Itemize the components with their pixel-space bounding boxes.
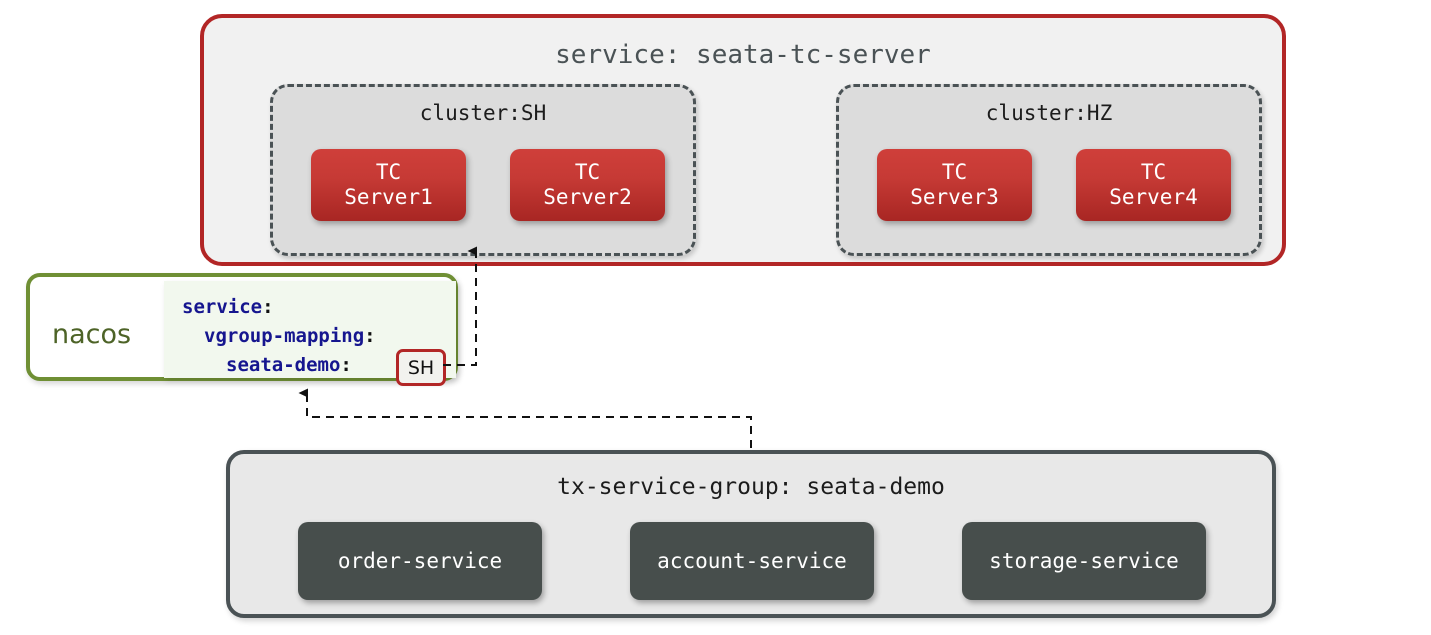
cluster-title-hz: cluster:HZ — [985, 101, 1113, 125]
yaml-key: seata-demo — [226, 354, 341, 376]
yaml-colon: : — [364, 325, 376, 347]
service-node-order[interactable]: order-service — [298, 522, 542, 600]
tc-node-line2: Server1 — [344, 185, 433, 209]
service-node-account[interactable]: account-service — [630, 522, 874, 600]
service-node-storage[interactable]: storage-service — [962, 522, 1206, 600]
tc-server-node-4[interactable]: TC Server4 — [1076, 149, 1231, 221]
tc-node-line2: Server4 — [1109, 185, 1198, 209]
cluster-title-sh: cluster:SH — [419, 101, 547, 125]
tc-server-node-2[interactable]: TC Server2 — [510, 149, 665, 221]
yaml-key: service — [182, 296, 263, 318]
yaml-line-seata-demo: seata-demo: — [226, 351, 352, 380]
tc-node-line2: Server3 — [910, 185, 999, 209]
yaml-line-service: service: — [182, 293, 274, 322]
yaml-key: vgroup-mapping — [204, 325, 365, 347]
tc-server-node-1[interactable]: TC Server1 — [311, 149, 466, 221]
yaml-line-vgroup-mapping: vgroup-mapping: — [204, 322, 376, 351]
cluster-box-sh: cluster:SH TC Server1 TC Server2 — [270, 84, 696, 256]
yaml-colon: : — [262, 296, 274, 318]
tc-node-line1: TC — [574, 160, 601, 184]
connector-txgroup-to-nacos — [298, 388, 752, 448]
vgroup-mapping-value-badge[interactable]: SH — [396, 349, 446, 386]
cluster-box-hz: cluster:HZ TC Server3 TC Server4 — [836, 84, 1262, 256]
service-panel: service: seata-tc-server cluster:SH TC S… — [200, 14, 1286, 266]
tc-node-line1: TC — [1140, 160, 1167, 184]
yaml-colon: : — [340, 354, 352, 376]
tx-service-group-title: tx-service-group: seata-demo — [557, 474, 945, 500]
service-panel-title: service: seata-tc-server — [555, 40, 931, 70]
tx-service-group-panel: tx-service-group: seata-demo order-servi… — [226, 450, 1276, 618]
tc-server-node-3[interactable]: TC Server3 — [877, 149, 1032, 221]
tc-node-line1: TC — [375, 160, 402, 184]
nacos-label: nacos — [52, 319, 132, 350]
tc-node-line1: TC — [941, 160, 968, 184]
tc-node-line2: Server2 — [543, 185, 632, 209]
